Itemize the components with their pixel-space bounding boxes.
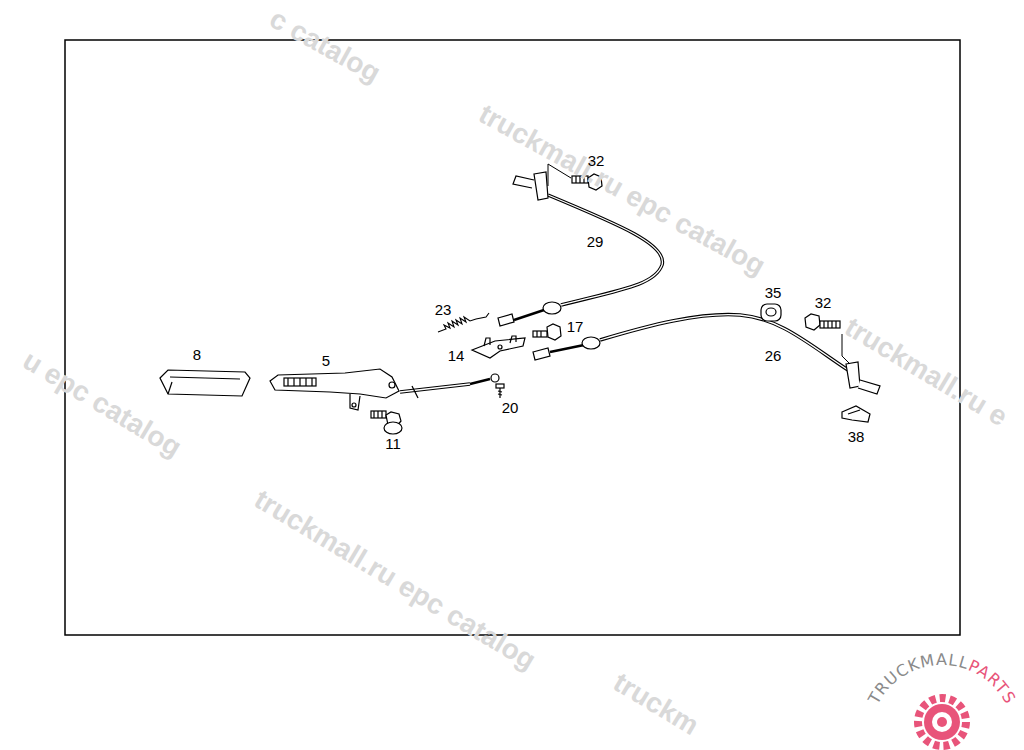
logo-gear-part — [918, 698, 966, 746]
handbrake-lever — [270, 369, 399, 410]
watermark-text: truckmall.ru epc catalog — [474, 100, 769, 281]
cable-clip-part — [848, 410, 860, 414]
left-rear-cable-part — [498, 314, 514, 326]
cable-bolt-part — [824, 321, 836, 328]
equalizer-bolt-part — [547, 324, 561, 340]
equalizer-bolt-part — [533, 331, 547, 337]
front-cable — [400, 374, 499, 398]
screw-part — [496, 384, 504, 388]
logo-gear-part — [924, 704, 960, 740]
watermark-text: u epc catalog — [18, 346, 186, 462]
right-rear-cable-part — [846, 362, 860, 388]
front-cable-part — [491, 374, 499, 382]
mounting-bolt-part — [371, 411, 386, 418]
callout-number: 14 — [448, 348, 465, 363]
front-cable-part — [400, 384, 470, 392]
cable-bolt-part — [820, 321, 840, 328]
cable-bolt — [805, 314, 840, 330]
equalizer-part — [472, 338, 525, 358]
right-rear-cable-part — [582, 337, 600, 349]
equalizer-part — [510, 336, 516, 343]
return-spring-part — [438, 317, 476, 332]
mounting-bolt-part — [374, 411, 382, 418]
right-rear-cable-part — [550, 345, 584, 352]
logo-gear-part — [932, 712, 952, 732]
equalizer — [472, 336, 525, 358]
front-cable-part — [400, 384, 470, 392]
logo-word: TRUCKMALL — [864, 650, 972, 708]
lever-grip-part — [168, 382, 172, 394]
callout-number: 11 — [385, 436, 401, 451]
lever-grip-part — [160, 370, 250, 396]
callout-number: 20 — [502, 400, 519, 415]
logo-text-path: TRUCKMALLPARTS — [864, 650, 1020, 708]
right-rear-cable-part — [600, 315, 848, 370]
right-rear-cable-part — [533, 348, 550, 360]
callout-number: 38 — [848, 429, 865, 444]
equalizer-part — [498, 345, 502, 349]
left-rear-cable-part — [534, 172, 548, 200]
cable-bolt-part — [805, 314, 820, 330]
lever-grip — [160, 370, 250, 396]
callout-number: 32 — [588, 153, 605, 168]
screw — [496, 384, 504, 398]
front-cable-part — [470, 379, 490, 384]
left-rear-cable-part — [513, 176, 534, 188]
logo-gear — [918, 698, 966, 746]
cable-clip — [842, 406, 870, 422]
logo-gear-part — [937, 717, 947, 727]
bushing — [761, 304, 781, 321]
equalizer-bolt-part — [537, 331, 541, 337]
watermark-text: truckmall.ru epc catalog — [250, 485, 541, 675]
handbrake-lever-part — [350, 394, 360, 410]
equalizer-part — [484, 338, 490, 346]
watermark-text: truckm — [609, 668, 703, 740]
equalizer-bolt — [533, 324, 561, 340]
handbrake-lever-part — [352, 403, 356, 407]
mounting-bolt-part — [384, 422, 402, 434]
return-spring-part — [476, 313, 489, 319]
callout-number: 23 — [435, 302, 452, 317]
callout-number: 5 — [322, 353, 330, 368]
bushing-part — [766, 308, 776, 316]
callout-number: 32 — [815, 295, 832, 310]
bushing-part — [761, 304, 781, 321]
callout-number: 17 — [567, 319, 584, 334]
right-rear-cable-part — [858, 380, 880, 394]
logo-word: PARTS — [966, 656, 1020, 708]
callout-number: 35 — [765, 285, 782, 300]
callout-number: 29 — [587, 234, 604, 249]
right-rear-cable-part — [600, 315, 848, 370]
callout-number: 8 — [193, 347, 201, 362]
left-rear-cable-part — [514, 310, 544, 320]
watermark-text: c catalog — [265, 4, 385, 87]
handbrake-lever-part — [288, 378, 312, 386]
right-rear-cable — [533, 315, 880, 394]
frame-border — [65, 40, 960, 635]
handbrake-lever-part — [389, 382, 395, 388]
handbrake-lever-part — [284, 378, 316, 386]
screw-part — [498, 388, 502, 398]
logo-text: TRUCKMALLPARTS — [864, 650, 1020, 708]
left-rear-cable-part — [543, 302, 561, 314]
watermark-text: truckmall.ru e — [840, 313, 1012, 432]
callout-number: 26 — [765, 348, 782, 363]
mounting-bolt — [371, 411, 402, 434]
handbrake-lever-part — [270, 369, 399, 398]
cable-clip-part — [842, 406, 870, 422]
front-cable-part — [412, 386, 418, 398]
lever-grip-part — [170, 377, 240, 379]
